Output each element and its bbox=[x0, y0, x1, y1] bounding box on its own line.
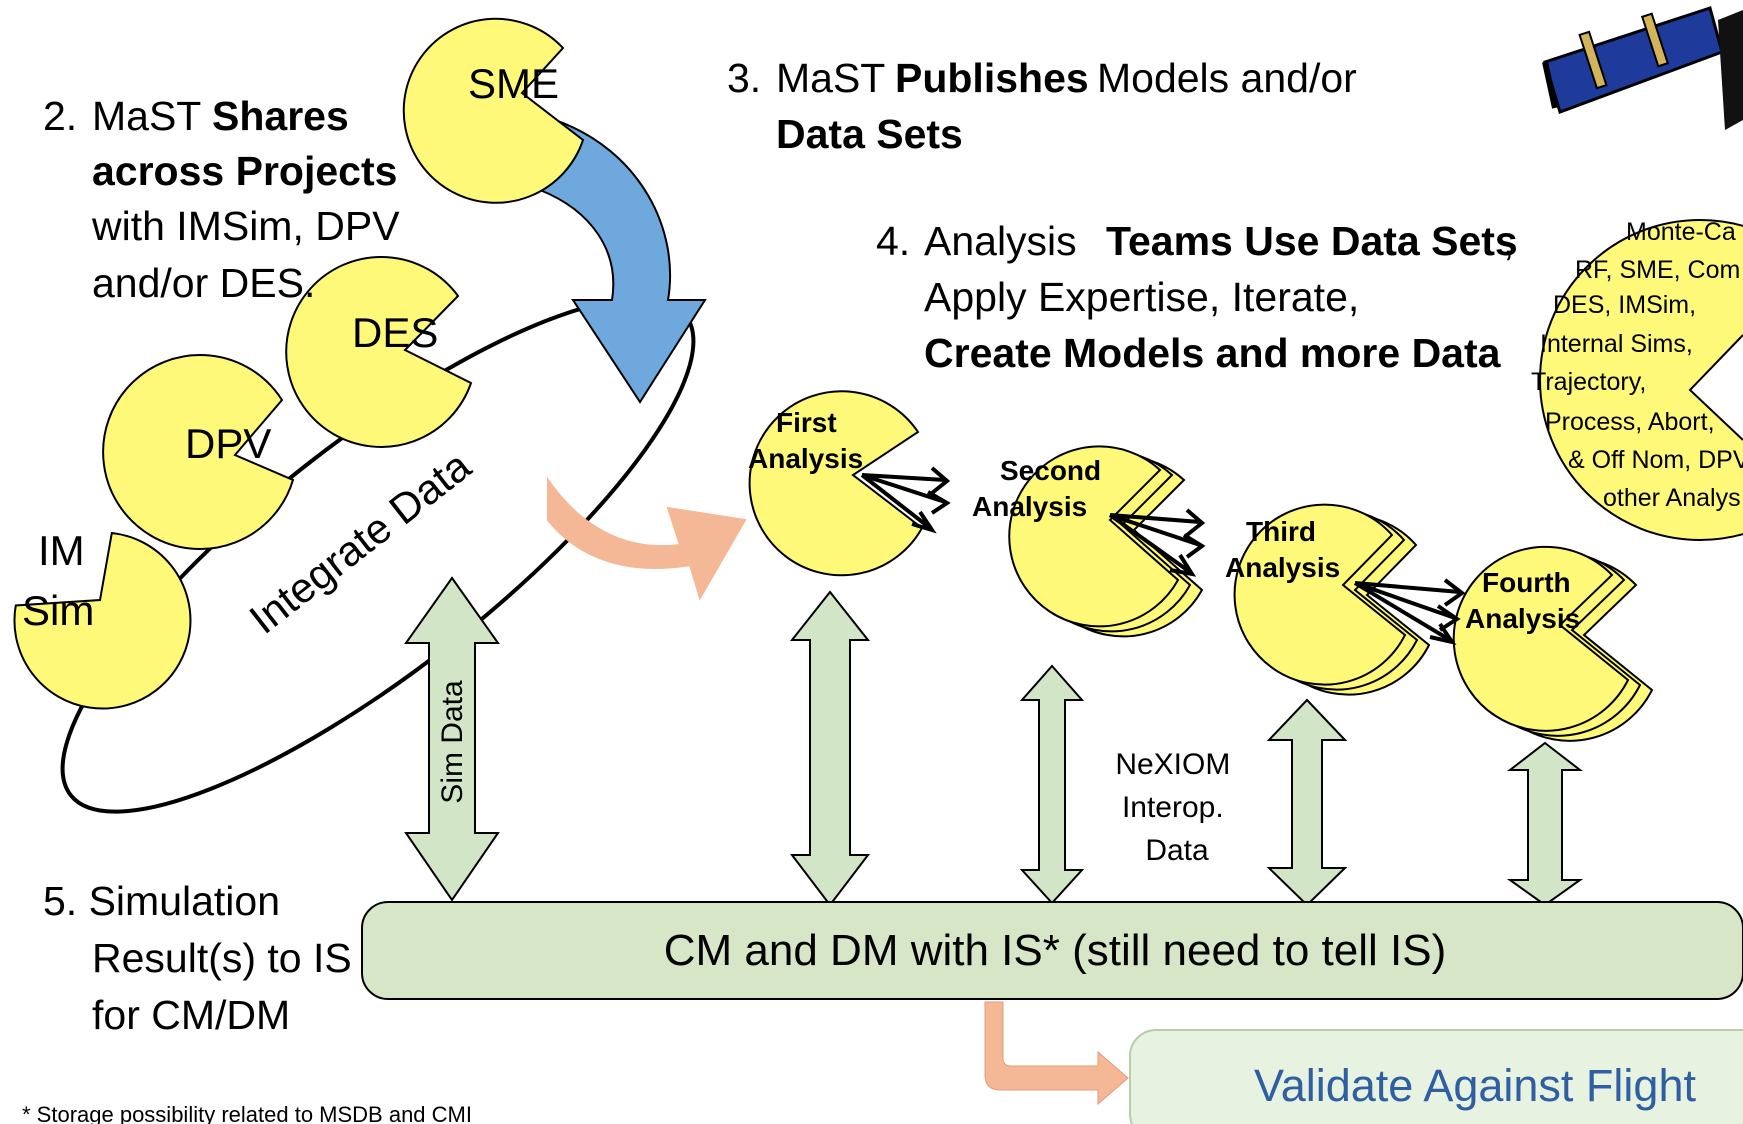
analysis-tools-circle bbox=[1539, 219, 1743, 541]
fourth-analysis-label-1: Fourth bbox=[1482, 567, 1571, 598]
orange-flow-arrow bbox=[547, 476, 747, 601]
des-pacman bbox=[285, 255, 473, 448]
analysis-tools-list: Monte-Ca RF, SME, Com DES, IMSim, Intern… bbox=[1531, 218, 1743, 512]
blue-publish-arrow bbox=[538, 118, 707, 404]
third-analysis-arrow bbox=[1266, 698, 1348, 907]
first-analysis-label-1: First bbox=[776, 407, 837, 438]
sim-data-arrow bbox=[404, 576, 500, 902]
step4-text: 4. Analysis Teams Use Data Sets , Apply … bbox=[876, 218, 1529, 376]
step3-text: 3. MaST Publishes Models and/or Data Set… bbox=[727, 55, 1368, 157]
telescope-figure-icon bbox=[1542, 6, 1743, 130]
fourth-analysis-pacman bbox=[1452, 545, 1630, 732]
step2-text: 2. MaST Shares across Projects with IMSi… bbox=[43, 93, 411, 306]
des-label: DES bbox=[352, 309, 438, 356]
second-analysis-label-1: Second bbox=[1000, 455, 1101, 486]
dpv-pacman-group bbox=[102, 354, 295, 550]
second-analysis-label-2: Analysis bbox=[972, 491, 1087, 522]
fourth-analysis-label-2: Analysis bbox=[1465, 603, 1580, 634]
third-analysis-pacman bbox=[1233, 503, 1407, 686]
cm-dm-box-text: CM and DM with IS* (still need to tell I… bbox=[664, 926, 1446, 975]
im-sim-pacman bbox=[13, 531, 192, 710]
first-analysis-label-2: Analysis bbox=[748, 443, 863, 474]
first-analysis-pacman bbox=[748, 390, 924, 577]
second-analysis-arrow bbox=[1019, 664, 1085, 905]
validate-arrow bbox=[984, 1001, 1129, 1106]
validate-text: Validate Against Flight bbox=[1254, 1060, 1696, 1111]
nexiom-label: NeXIOM Interop. Data bbox=[1115, 748, 1238, 867]
third-analysis-label-1: Third bbox=[1246, 516, 1316, 547]
step5-text: 5. Simulation Result(s) to IS for CM/DM bbox=[43, 878, 363, 1038]
footnote: * Storage possibility related to MSDB an… bbox=[22, 1102, 472, 1124]
sim-data-label: Sim Data bbox=[436, 680, 469, 804]
dpv-pacman bbox=[102, 354, 295, 550]
im-label: IM bbox=[38, 527, 85, 574]
third-analysis-label-2: Analysis bbox=[1225, 552, 1340, 583]
second-analysis-pacman bbox=[1008, 445, 1180, 628]
flow-arrows bbox=[860, 466, 1466, 646]
first-analysis-arrow bbox=[789, 590, 871, 907]
sme-pacman bbox=[402, 17, 585, 204]
analysis-tools-circle-mouth bbox=[1688, 334, 1743, 441]
dpv-label: DPV bbox=[185, 420, 271, 467]
fourth-analysis-arrow bbox=[1506, 741, 1584, 907]
validate-box bbox=[1129, 1029, 1743, 1124]
cm-dm-box bbox=[361, 901, 1743, 1000]
sme-label: SME bbox=[468, 60, 559, 107]
sim-label: Sim bbox=[22, 587, 94, 634]
